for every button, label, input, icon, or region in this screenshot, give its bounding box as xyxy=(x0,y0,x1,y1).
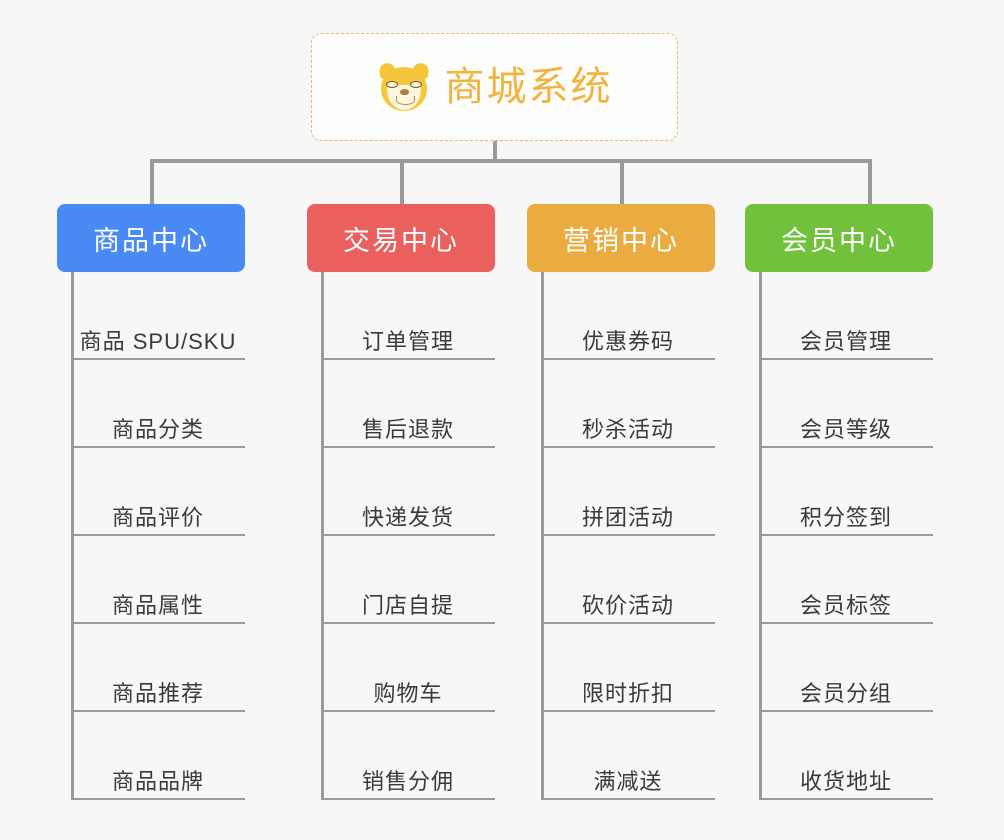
category-label: 商品中心 xyxy=(93,225,209,256)
leaf-item[interactable]: 拼团活动 xyxy=(541,448,715,536)
branch-marketing-center: 营销中心 优惠券码 秒杀活动 拼团活动 砍价活动 限时折扣 满减送 xyxy=(527,204,715,800)
leaf-label: 满减送 xyxy=(593,768,663,794)
leaf-item[interactable]: 收货地址 xyxy=(759,712,933,800)
leaf-label: 商品品牌 xyxy=(111,768,204,794)
leaf-list-trade-center: 订单管理 售后退款 快递发货 门店自提 购物车 销售分佣 xyxy=(307,272,495,800)
leaf-item[interactable]: 会员分组 xyxy=(759,624,933,712)
category-header-marketing-center[interactable]: 营销中心 xyxy=(527,204,715,272)
category-header-trade-center[interactable]: 交易中心 xyxy=(307,204,495,272)
leaf-label: 拼团活动 xyxy=(581,504,674,530)
leaf-label: 积分签到 xyxy=(799,504,892,530)
category-label: 会员中心 xyxy=(781,225,897,256)
leaf-item[interactable]: 秒杀活动 xyxy=(541,360,715,448)
leaf-item[interactable]: 商品品牌 xyxy=(71,712,245,800)
connector-horizontal-bus xyxy=(150,159,872,163)
leaf-label: 会员等级 xyxy=(799,416,892,442)
leaf-label: 会员标签 xyxy=(799,592,892,618)
branch-trade-center: 交易中心 订单管理 售后退款 快递发货 门店自提 购物车 销售分佣 xyxy=(307,204,495,800)
leaf-item[interactable]: 订单管理 xyxy=(321,272,495,360)
branch-product-center: 商品中心 商品 SPU/SKU 商品分类 商品评价 商品属性 商品推荐 商品品牌 xyxy=(57,204,245,800)
leaf-label: 购物车 xyxy=(373,680,443,706)
leaf-item[interactable]: 满减送 xyxy=(541,712,715,800)
category-label: 交易中心 xyxy=(343,225,459,256)
leaf-label: 订单管理 xyxy=(361,328,454,354)
leaf-label: 商品 SPU/SKU xyxy=(79,328,237,354)
connector-drop-marketing-center xyxy=(620,159,624,205)
leaf-label: 商品评价 xyxy=(111,504,204,530)
leaf-label: 售后退款 xyxy=(361,416,454,442)
leaf-label: 会员管理 xyxy=(799,328,892,354)
connector-drop-member-center xyxy=(868,159,872,205)
leaf-list-member-center: 会员管理 会员等级 积分签到 会员标签 会员分组 收货地址 xyxy=(745,272,933,800)
leaf-item[interactable]: 商品分类 xyxy=(71,360,245,448)
leaf-label: 优惠券码 xyxy=(581,328,674,354)
leaf-label: 会员分组 xyxy=(799,680,892,706)
leaf-item[interactable]: 商品推荐 xyxy=(71,624,245,712)
leaf-item[interactable]: 商品属性 xyxy=(71,536,245,624)
leaf-label: 商品推荐 xyxy=(111,680,204,706)
leaf-list-marketing-center: 优惠券码 秒杀活动 拼团活动 砍价活动 限时折扣 满减送 xyxy=(527,272,715,800)
connector-drop-trade-center xyxy=(400,159,404,205)
leaf-label: 收货地址 xyxy=(799,768,892,794)
branch-member-center: 会员中心 会员管理 会员等级 积分签到 会员标签 会员分组 收货地址 xyxy=(745,204,933,800)
leaf-label: 秒杀活动 xyxy=(581,416,674,442)
leaf-item[interactable]: 砍价活动 xyxy=(541,536,715,624)
leaf-item[interactable]: 门店自提 xyxy=(321,536,495,624)
leaf-item[interactable]: 积分签到 xyxy=(759,448,933,536)
leaf-label: 商品分类 xyxy=(111,416,204,442)
leaf-item[interactable]: 商品评价 xyxy=(71,448,245,536)
category-header-product-center[interactable]: 商品中心 xyxy=(57,204,245,272)
leaf-label: 门店自提 xyxy=(361,592,454,618)
connector-root-stem xyxy=(493,141,497,163)
root-node[interactable]: 商城系统 xyxy=(311,33,678,141)
leaf-spine xyxy=(759,272,762,800)
leaf-spine xyxy=(541,272,544,800)
leaf-spine xyxy=(321,272,324,800)
leaf-item[interactable]: 会员等级 xyxy=(759,360,933,448)
leaf-item[interactable]: 购物车 xyxy=(321,624,495,712)
leaf-item[interactable]: 售后退款 xyxy=(321,360,495,448)
leaf-item[interactable]: 限时折扣 xyxy=(541,624,715,712)
shiba-inu-icon xyxy=(375,60,432,114)
leaf-item[interactable]: 销售分佣 xyxy=(321,712,495,800)
category-label: 营销中心 xyxy=(563,225,679,256)
leaf-item[interactable]: 会员管理 xyxy=(759,272,933,360)
category-header-member-center[interactable]: 会员中心 xyxy=(745,204,933,272)
leaf-item[interactable]: 快递发货 xyxy=(321,448,495,536)
leaf-list-product-center: 商品 SPU/SKU 商品分类 商品评价 商品属性 商品推荐 商品品牌 xyxy=(57,272,245,800)
leaf-label: 快递发货 xyxy=(361,504,454,530)
leaf-item[interactable]: 商品 SPU/SKU xyxy=(71,272,245,360)
connector-drop-product-center xyxy=(150,159,154,205)
leaf-spine xyxy=(71,272,74,800)
leaf-label: 砍价活动 xyxy=(581,592,674,618)
leaf-item[interactable]: 优惠券码 xyxy=(541,272,715,360)
leaf-item[interactable]: 会员标签 xyxy=(759,536,933,624)
leaf-label: 限时折扣 xyxy=(581,680,674,706)
leaf-label: 商品属性 xyxy=(111,592,204,618)
leaf-label: 销售分佣 xyxy=(361,768,454,794)
root-title: 商城系统 xyxy=(444,65,613,109)
